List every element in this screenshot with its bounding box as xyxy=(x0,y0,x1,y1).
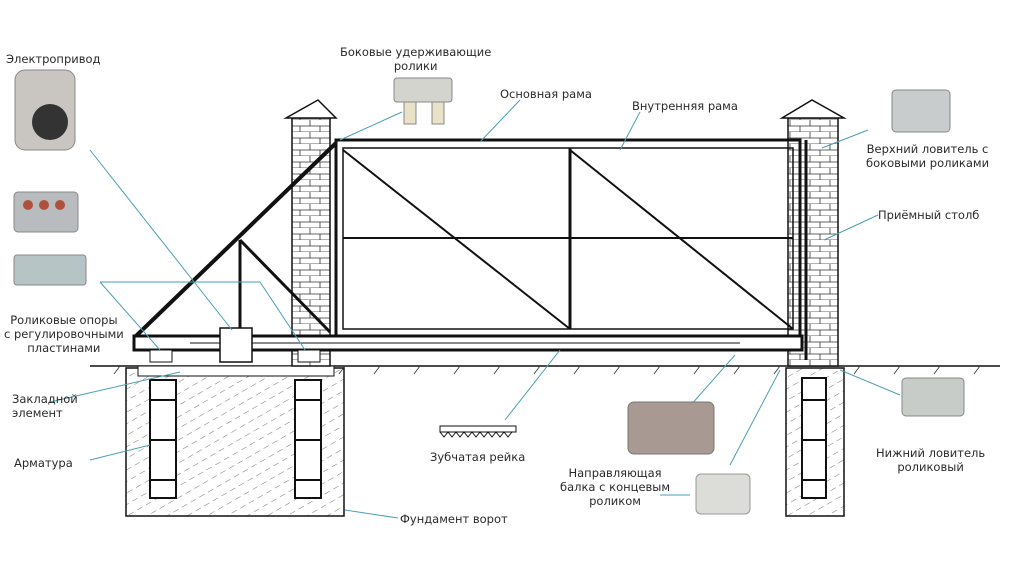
side-rollers-image xyxy=(393,77,453,103)
label-line: балка с концевым xyxy=(560,480,671,494)
label-line: Направляющая xyxy=(568,466,662,480)
guide-beam-image xyxy=(627,401,715,455)
label-side-rollers: Боковые удерживающие ролики xyxy=(340,45,491,73)
roller-carriage-image xyxy=(13,191,79,233)
label-line: пластинами xyxy=(27,341,101,355)
label-foundation: Фундамент ворот xyxy=(400,512,508,526)
label-lower-catcher: Нижний ловитель роликовый xyxy=(876,446,985,474)
receiving-post xyxy=(787,117,839,367)
label-line: роликом xyxy=(589,494,641,508)
label-main-frame: Основная рама xyxy=(500,87,592,101)
label-upper-catcher: Верхний ловитель с боковыми роликами xyxy=(866,142,989,170)
label-guide-beam: Направляющая балка с концевым роликом xyxy=(560,466,670,508)
label-rebar: Арматура xyxy=(14,456,73,470)
component-images xyxy=(13,69,965,515)
label-inner-frame: Внутренняя рама xyxy=(632,99,738,113)
adjust-plate-image xyxy=(13,254,87,286)
label-line: Нижний ловитель xyxy=(876,446,986,460)
label-embedded-element: Закладной элемент xyxy=(12,392,78,420)
label-line: Роликовые опоры xyxy=(10,313,118,327)
label-line: роликовый xyxy=(897,460,964,474)
end-roller-image xyxy=(695,473,751,515)
label-line: Верхний ловитель с xyxy=(866,142,989,156)
drive-unit xyxy=(219,327,253,363)
label-line: Закладной xyxy=(12,392,78,406)
gear-rack-icon xyxy=(439,425,517,438)
lower-catcher-image xyxy=(901,377,965,417)
upper-catcher-image xyxy=(891,89,951,133)
label-line: элемент xyxy=(12,406,63,420)
label-line: боковыми роликами xyxy=(866,156,990,170)
label-gear-rack: Зубчатая рейка xyxy=(430,450,526,464)
gate-frame xyxy=(132,138,808,360)
label-roller-supports: Роликовые опоры с регулировочными пласти… xyxy=(4,313,124,355)
label-line: ролики xyxy=(393,59,438,73)
label-electric-drive: Электропривод xyxy=(6,52,101,66)
embedded-element xyxy=(137,365,335,377)
label-line: Боковые удерживающие xyxy=(340,45,492,59)
label-receiving-post: Приёмный столб xyxy=(878,208,980,222)
label-line: с регулировочными xyxy=(4,327,124,341)
